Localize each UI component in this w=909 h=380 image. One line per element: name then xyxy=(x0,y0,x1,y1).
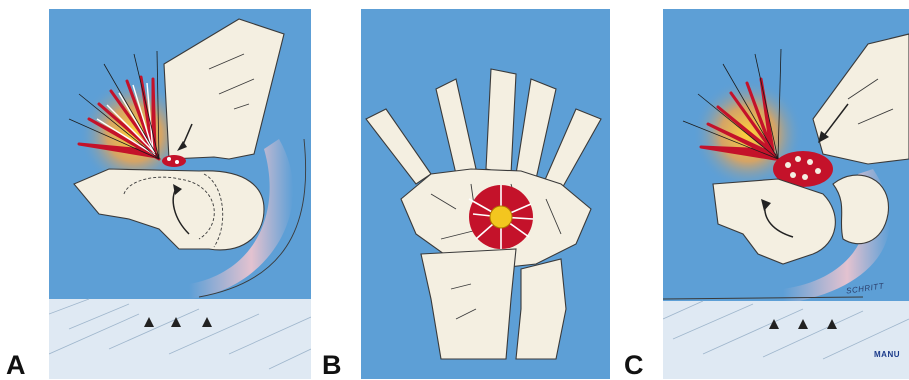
panel-c-illustration: SCHRITT MANU xyxy=(663,9,909,379)
panel-a-illustration xyxy=(49,9,311,379)
panel-label-b: B xyxy=(322,352,342,379)
upper-bone xyxy=(164,19,284,159)
panel-a-drawing xyxy=(49,9,311,379)
panel-label-a: A xyxy=(6,352,26,379)
credit-text: MANU xyxy=(874,350,900,359)
carpal-bone xyxy=(74,169,264,250)
ground-surface xyxy=(49,299,311,379)
fracture-fragments xyxy=(162,155,186,167)
carpal-bone-2 xyxy=(833,175,888,244)
radius-bone xyxy=(421,249,516,359)
panel-b-illustration xyxy=(361,9,610,379)
ulna-bone xyxy=(516,259,566,359)
panel-c-drawing xyxy=(663,9,909,379)
panel-label-c: C xyxy=(624,352,644,379)
panel-b-drawing xyxy=(361,9,610,379)
upper-bone xyxy=(813,34,909,164)
injury-starburst xyxy=(469,185,533,249)
carpal-bone xyxy=(713,179,835,264)
ground-surface xyxy=(663,301,909,379)
